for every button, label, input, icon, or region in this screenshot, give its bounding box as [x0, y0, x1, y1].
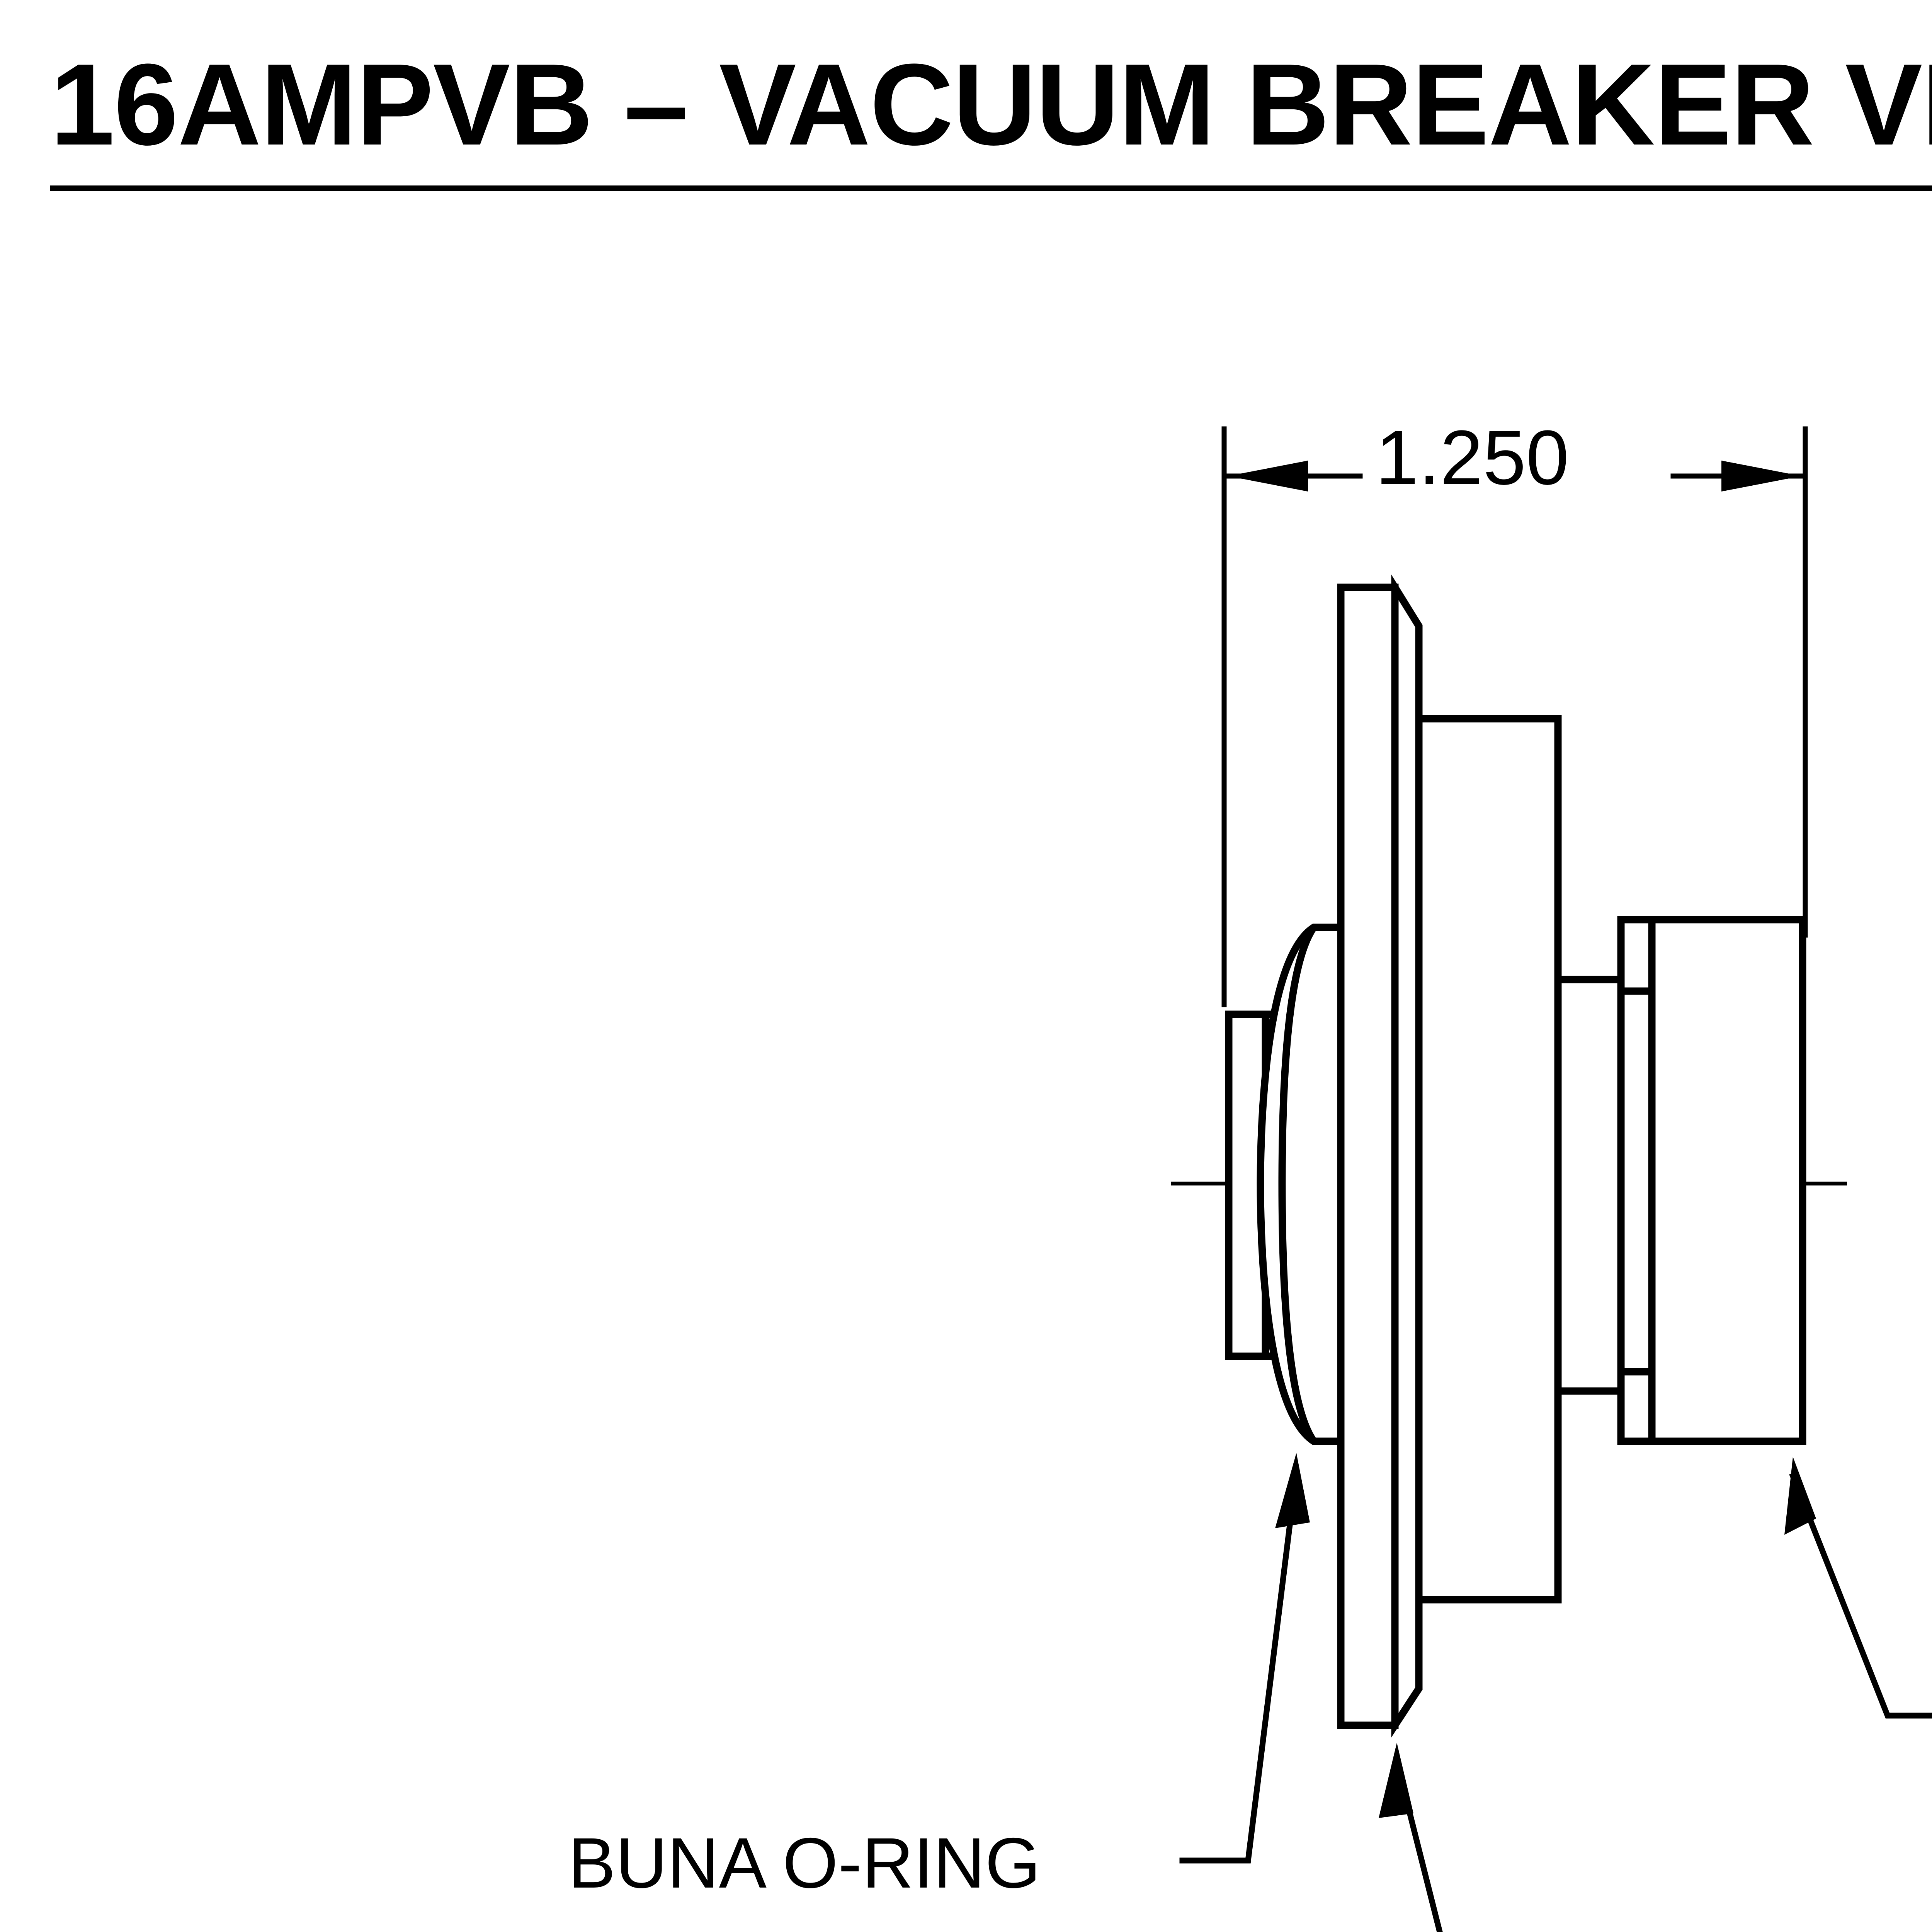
cap-flange-outline	[1337, 583, 1399, 1729]
leader-lines	[1179, 1469, 1932, 1932]
buna-o-ring-shape	[1257, 923, 1345, 1445]
cap-hub	[1415, 715, 1562, 1604]
page-title: 16AMPVB – VACUUM BREAKER VENT VALVE	[50, 39, 1932, 169]
dimension-label-1250: 1.250	[1376, 415, 1569, 501]
nylon-seat-body	[1617, 916, 1806, 1445]
callout-label-cap: 16AMPVB-CAP	[1486, 1922, 1932, 1932]
cap-flange-rear	[1391, 574, 1423, 1738]
valve-stem	[1554, 976, 1625, 1395]
title-block: 16AMPVB – VACUUM BREAKER VENT VALVE	[50, 39, 1932, 191]
leader-arrowheads	[1275, 1453, 1816, 1818]
title-underline	[50, 185, 1932, 191]
callout-label-buna-o-ring: BUNA O-RING	[568, 1823, 1041, 1903]
dimension-arrowheads	[1228, 461, 1801, 492]
